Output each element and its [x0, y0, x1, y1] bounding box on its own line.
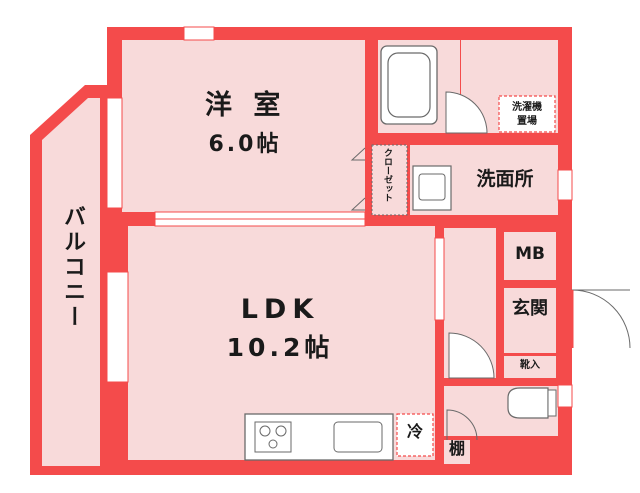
window-toilet — [557, 384, 573, 408]
entrance-door-arc — [571, 289, 631, 349]
kitchen-counter — [244, 413, 394, 461]
entrance-floor — [504, 288, 556, 353]
western-room-size: 6.0帖 — [208, 132, 282, 157]
bath-door-arc — [445, 91, 488, 134]
fridge-space — [396, 413, 434, 457]
closet-label: クローゼット — [382, 148, 392, 202]
western-room-floor — [122, 40, 365, 212]
washroom-name: 洗面所 — [476, 168, 534, 190]
window-east — [557, 169, 573, 201]
shoe-floor — [504, 356, 556, 378]
ldk-name: LDK — [240, 294, 320, 325]
bath-tub — [380, 45, 438, 125]
window-top — [183, 26, 215, 41]
closet-floor — [372, 145, 407, 215]
hall-door — [434, 237, 445, 321]
ldk-size: 10.2帖 — [226, 333, 334, 362]
laundry-space — [498, 95, 556, 133]
balcony-inner-floor — [42, 98, 100, 466]
hall-door-arc — [448, 332, 495, 379]
toilet — [507, 387, 549, 419]
laundry-line2: 置場 — [517, 116, 537, 127]
entrance-name: 玄関 — [512, 298, 548, 319]
window-west-2 — [106, 271, 129, 383]
fridge-label: 冷 — [406, 422, 423, 441]
meter-box-floor — [504, 232, 556, 280]
western-room-name: 洋 室 — [205, 90, 287, 121]
shelf-label: 棚 — [448, 439, 465, 458]
toilet-door-arc — [446, 409, 478, 441]
meter-box-name: MB — [515, 244, 545, 264]
shelf-floor — [444, 440, 470, 464]
window-west-1 — [106, 97, 123, 209]
stove — [254, 421, 292, 453]
laundry-line1: 洗濯機 — [512, 102, 542, 113]
shoe-storage-name: 靴入 — [520, 360, 540, 371]
closet-door-marks — [350, 147, 366, 211]
kitchen-sink — [333, 421, 383, 453]
balcony-label: バルコニー — [60, 205, 85, 330]
